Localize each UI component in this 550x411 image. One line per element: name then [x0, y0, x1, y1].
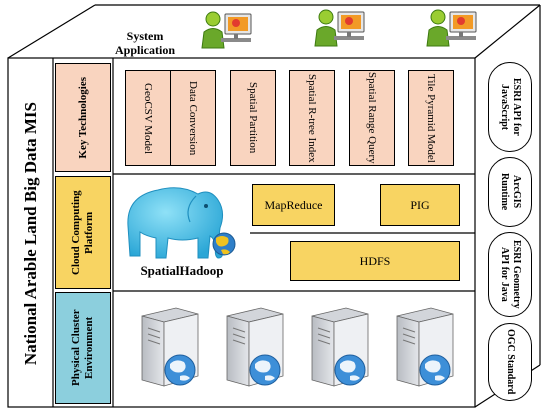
users-group — [201, 9, 477, 49]
standard-label: OGC Standard — [505, 329, 516, 395]
tech-geocsv-model: GeoCSV Model — [125, 70, 171, 166]
tech-data-conversion: Data Conversion — [170, 70, 216, 166]
layer-key-technologies: Key Technologies — [55, 63, 111, 172]
hdfs-box: HDFS — [290, 241, 460, 281]
layer-cloud-platform: Cloud Computing Platform — [55, 176, 111, 289]
tech-label: Spatial Range Query — [366, 72, 378, 164]
tech-spatial-range-query: Spatial Range Query — [349, 70, 395, 166]
spatialhadoop-label: SpatialHadoop — [140, 263, 224, 278]
user-icon-1 — [201, 11, 252, 49]
hadoop-elephant-icon — [127, 187, 236, 259]
layer-physical-cluster: Physical Cluster Environment — [55, 292, 111, 404]
mis-title: National Arable Land Big Data MIS — [12, 62, 50, 406]
server-icon-1 — [141, 307, 199, 387]
mis-title-text: National Arable Land Big Data MIS — [21, 102, 40, 366]
layer-cloud-label: Cloud Computing Platform — [70, 190, 95, 275]
user-icon-3 — [426, 9, 477, 47]
top-right-edge — [474, 4, 541, 59]
standard-esri-geometry: ESRI Geometry API for Java — [488, 232, 532, 317]
standard-ogc: OGC Standard — [488, 323, 532, 401]
tech-label: Spatial R-tree Index — [306, 73, 318, 163]
tech-label: Spatial Partition — [247, 82, 259, 154]
server-icon-2 — [226, 307, 284, 387]
user-icon-2 — [314, 9, 365, 47]
layer-key-label: Key Technologies — [76, 76, 89, 159]
server-icon-3 — [311, 307, 369, 387]
tech-label: GeoCSV Model — [142, 82, 154, 154]
tech-spatial-rtree-index: Spatial R-tree Index — [289, 70, 335, 166]
tech-tile-pyramid-model: Tile Pyramid Model — [408, 70, 454, 166]
pig-box: PIG — [380, 184, 460, 226]
tech-label: Data Conversion — [187, 80, 199, 156]
server-icon-4 — [396, 307, 454, 387]
standard-arcgis-runtime: ArcGIS Runtime — [488, 157, 532, 227]
system-application-label: System Application — [114, 29, 175, 57]
top-left-edge — [7, 4, 96, 59]
layer-physical-label: Physical Cluster Environment — [70, 309, 95, 387]
standard-label: ArcGIS Runtime — [499, 173, 522, 211]
server-cluster — [141, 307, 454, 387]
standard-esri-js: ESRI API for JavaScript — [488, 62, 532, 152]
standard-label: ESRI Geometry API for Java — [499, 240, 522, 309]
mapreduce-box: MapReduce — [252, 184, 335, 226]
standard-label: ESRI API for JavaScript — [499, 78, 522, 136]
tech-label: Tile Pyramid Model — [425, 73, 437, 163]
tech-spatial-partition: Spatial Partition — [230, 70, 276, 166]
